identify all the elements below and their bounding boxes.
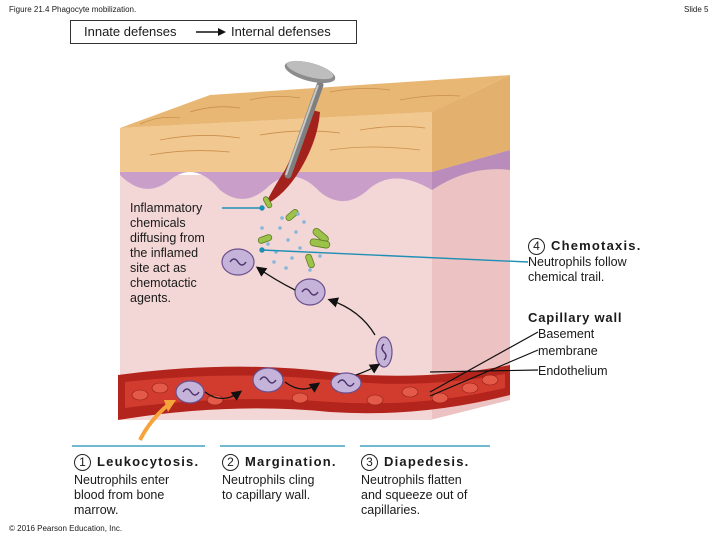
capillary-pointer-lines [429,331,539,397]
header-internal: Internal defenses [231,24,331,39]
inflammatory-line-6: chemotactic [130,276,197,290]
step-3-desc-2: and squeeze out of [361,488,468,502]
basement-line-1: Basement [538,327,595,341]
step-3: 3 Diapedesis. Neutrophils flatten and squ… [361,454,469,518]
chemical-dots [260,212,322,272]
step-1: 1 Leukocytosis. Neutrophils enter blood f… [74,454,199,518]
neutrophil-nuclei [182,258,387,396]
step-3-title-row: 3 Diapedesis. [361,454,469,471]
step-4-title-row: 4 Chemotaxis. [528,238,642,255]
inflammatory-line-4: the inflamed [130,246,199,260]
inflammatory-line-2: chemicals [130,216,186,230]
step-1-desc-3: marrow. [74,503,119,517]
step-1-title-row: 1 Leukocytosis. [74,454,199,471]
step-2-desc-2: to capillary wall. [222,488,311,502]
slide-number: Slide 5 [684,5,709,14]
inflammatory-line-3: diffusing from [130,231,205,245]
skin-texture [139,88,461,156]
figure-title: Figure 21.4 Phagocyte mobilization. [9,5,137,14]
step-3-desc-3: capillaries. [361,503,421,517]
inflammatory-line-7: agents. [130,291,172,305]
motion-arrows [204,266,381,401]
step-2-title-row: 2 Margination. [222,454,337,471]
step-4-desc-2: chemical trail. [528,270,605,284]
step-1-desc-1: Neutrophils enter [74,473,170,487]
copyright: © 2016 Pearson Education, Inc. [9,524,123,533]
inflammatory-line-1: Inflammatory [130,201,203,215]
basal-layer-side [432,150,510,190]
capillary-title: Capillary wall [528,310,623,325]
entry-arrow-icon [138,403,170,441]
step-1-desc-2: blood from bone [74,488,165,502]
header-arrow-icon [196,28,226,36]
step-4-desc-1: Neutrophils follow [528,255,627,269]
epidermis-front [120,112,432,172]
basal-layer [120,172,432,202]
step-4: 4 Chemotaxis. Neutrophils follow chemical… [528,238,642,285]
step-2-number: 2 [222,454,239,471]
header-innate: Innate defenses [84,24,177,39]
step-3-desc-1: Neutrophils flatten [361,473,462,487]
endothelium-label: Endothelium [538,364,608,378]
epidermis-side [432,75,510,172]
step-2-desc-1: Neutrophils cling [222,473,315,487]
basement-line-2: membrane [538,344,598,358]
capillary-wall-label: Capillary wall Basement membrane Endothe… [528,310,622,379]
inflammatory-label: Inflammatory chemicals diffusing from th… [130,201,205,306]
step-2-title: Margination. [245,454,337,469]
step-1-number: 1 [74,454,91,471]
pointer-lines [222,205,529,263]
step-4-number: 4 [528,238,545,255]
step-4-title: Chemotaxis. [551,238,642,253]
step-1-title: Leukocytosis. [97,454,200,469]
inflammatory-line-5: site act as [130,261,187,275]
step-2: 2 Margination. Neutrophils cling to capil… [222,454,337,503]
step-3-title: Diapedesis. [384,454,470,469]
step-3-number: 3 [361,454,378,471]
bacteria [257,196,331,269]
nail-icon [284,60,336,179]
